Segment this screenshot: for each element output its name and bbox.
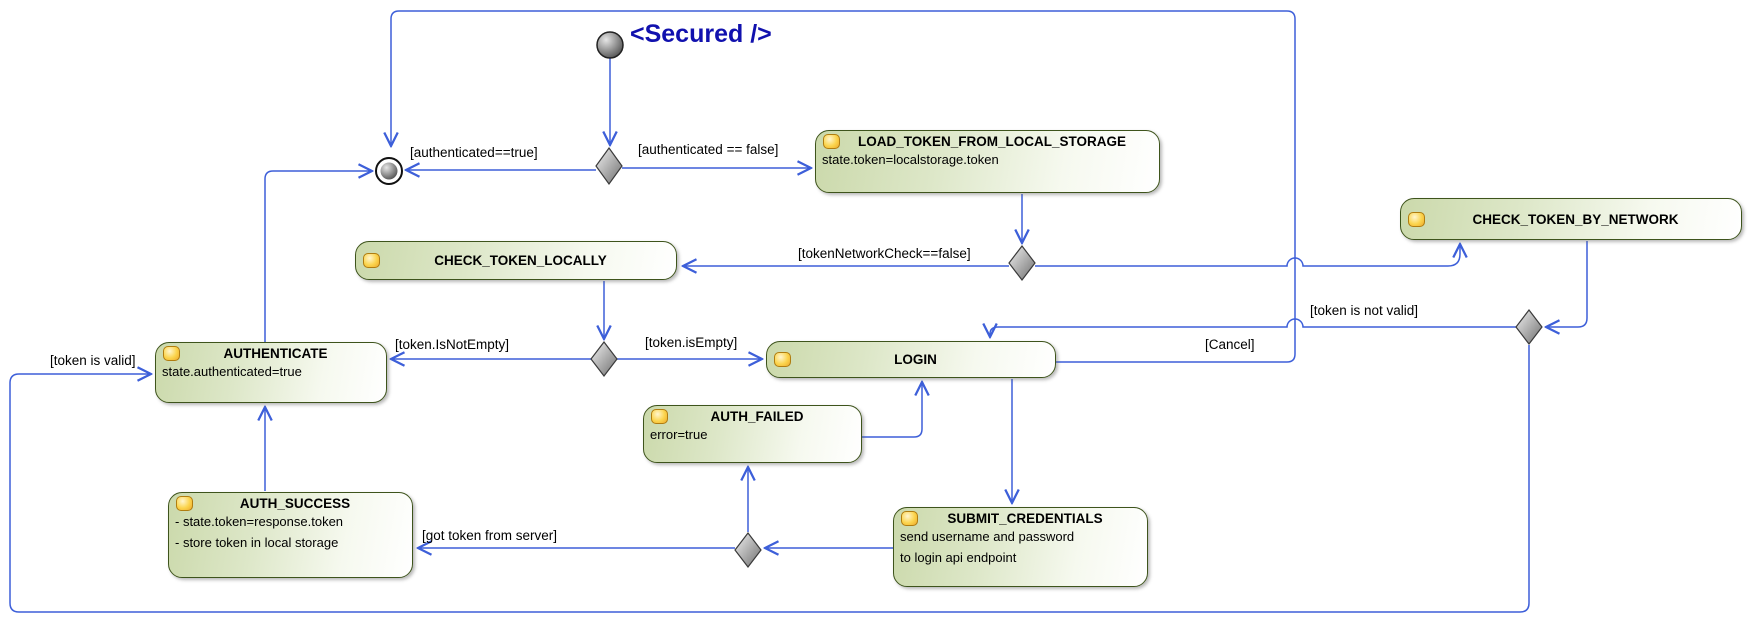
state-icon (363, 253, 380, 268)
state-icon (901, 511, 918, 526)
choice-authenticated[interactable] (595, 146, 623, 186)
guard-got-token-from-server[interactable]: [got token from server] (422, 528, 558, 543)
guard-token-network-check-false[interactable]: [tokenNetworkCheck==false] (798, 246, 971, 261)
initial-state[interactable] (596, 31, 624, 59)
transition-auth-failed-to-login[interactable] (862, 382, 922, 438)
state-login[interactable]: LOGIN (766, 341, 1056, 378)
transition-token-not-valid[interactable] (990, 318, 1516, 337)
choice-network-check[interactable] (1008, 245, 1036, 281)
transition-cancel[interactable] (391, 10, 1296, 363)
state-check-token-by-network[interactable]: CHECK_TOKEN_BY_NETWORK (1400, 198, 1742, 240)
state-title: AUTH_SUCCESS (239, 496, 351, 511)
guard-token-is-not-empty[interactable]: [token.IsNotEmpty] (395, 337, 510, 352)
state-authenticate[interactable]: AUTHENTICATE state.authenticated=true (155, 342, 387, 403)
state-title: CHECK_TOKEN_LOCALLY (434, 253, 607, 268)
final-state[interactable] (375, 157, 403, 185)
state-submit-credentials[interactable]: SUBMIT_CREDENTIALS send username and pas… (893, 507, 1148, 587)
state-title: LOGIN (894, 352, 937, 367)
state-load-token-from-local-storage[interactable]: LOAD_TOKEN_FROM_LOCAL_STORAGE state.toke… (815, 130, 1160, 193)
choice-token-validity[interactable] (1515, 309, 1543, 345)
state-action: state.token=localstorage.token (822, 152, 999, 167)
state-icon (163, 346, 180, 361)
choice-token-empty[interactable] (590, 341, 618, 377)
state-check-token-locally[interactable]: CHECK_TOKEN_LOCALLY (355, 241, 677, 280)
transition-authenticate-to-final[interactable] (264, 171, 372, 342)
state-action: send username and password (900, 529, 1075, 544)
guard-cancel[interactable]: [Cancel] (1205, 337, 1255, 352)
state-icon (176, 496, 193, 511)
state-title: AUTH_FAILED (710, 409, 804, 424)
state-title: CHECK_TOKEN_BY_NETWORK (1472, 211, 1679, 227)
state-icon (1408, 211, 1425, 227)
state-action: error=true (650, 427, 708, 442)
guard-token-is-valid[interactable]: [token is valid] (50, 353, 136, 368)
state-auth-failed[interactable]: AUTH_FAILED error=true (643, 405, 862, 463)
transition-choice-to-network-check[interactable] (1035, 244, 1460, 267)
guard-token-is-not-valid[interactable]: [token is not valid] (1310, 303, 1419, 318)
guard-token-is-empty[interactable]: [token.isEmpty] (645, 335, 738, 350)
state-action: - state.token=response.token (175, 514, 344, 529)
state-action: to login api endpoint (900, 550, 1017, 565)
state-title: AUTHENTICATE (223, 346, 328, 361)
transition-network-to-choice[interactable] (1546, 241, 1588, 327)
choice-auth-result[interactable] (734, 532, 762, 568)
state-action: state.authenticated=true (162, 364, 302, 379)
transition-token-is-valid[interactable] (9, 345, 1530, 613)
state-title: SUBMIT_CREDENTIALS (947, 511, 1103, 526)
guard-authenticated-false[interactable]: [authenticated == false] (638, 142, 779, 157)
state-auth-success[interactable]: AUTH_SUCCESS - state.token=response.toke… (168, 492, 413, 578)
state-icon (651, 409, 668, 424)
state-action: - store token in local storage (175, 535, 339, 550)
guard-authenticated-true[interactable]: [authenticated==true] (410, 145, 538, 160)
state-icon (774, 352, 791, 367)
state-icon (823, 134, 840, 149)
state-title: LOAD_TOKEN_FROM_LOCAL_STORAGE (857, 134, 1127, 149)
page-title: <Secured /> (630, 20, 772, 48)
